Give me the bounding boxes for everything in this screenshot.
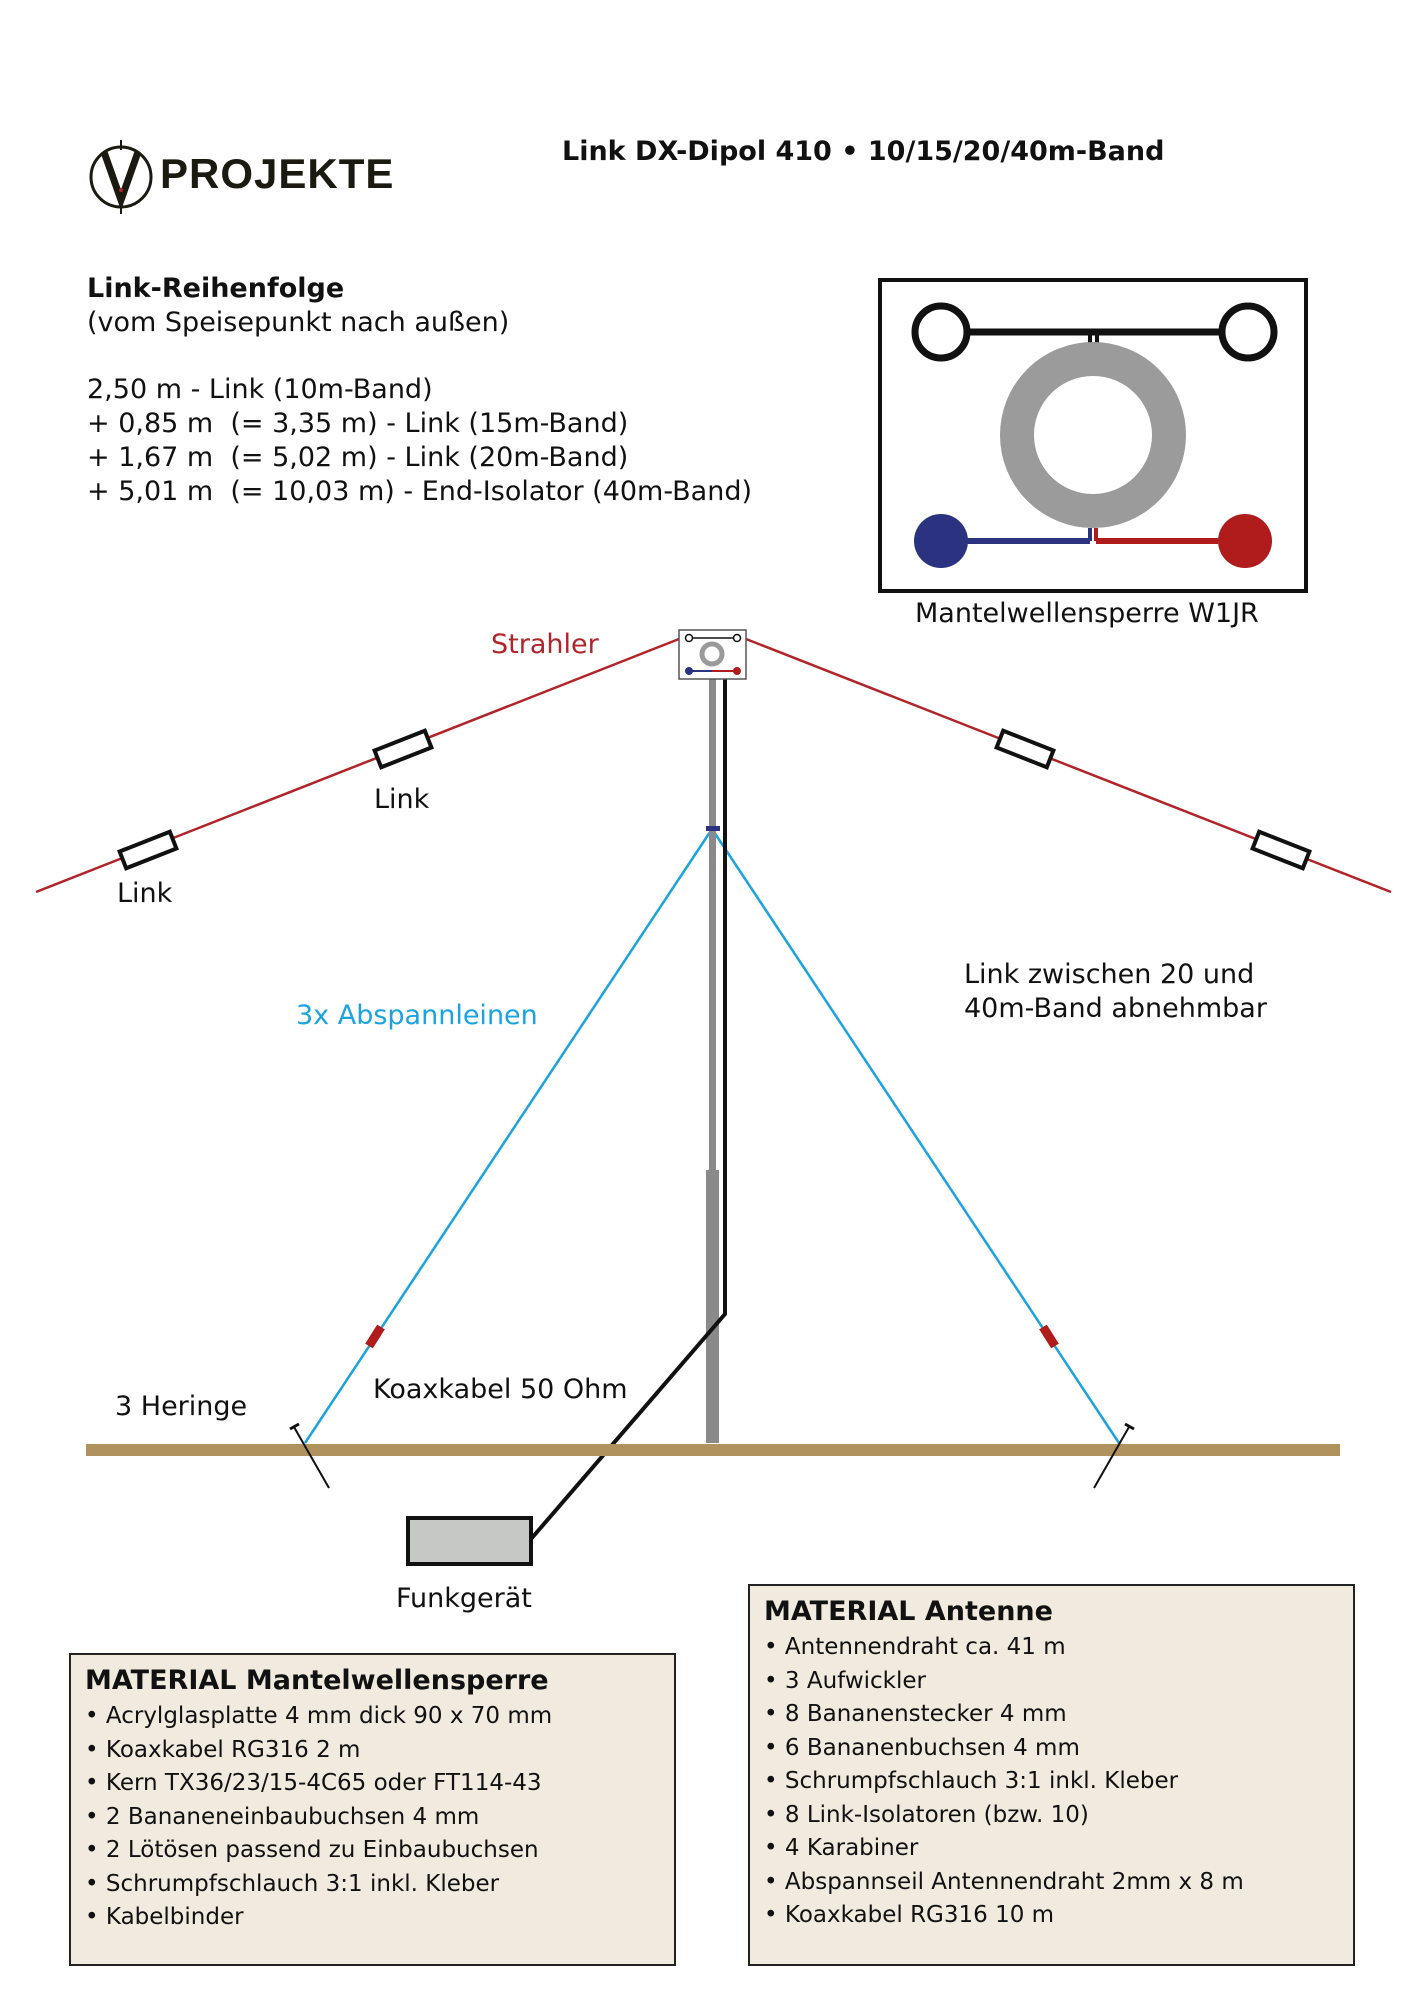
link-label: Link (117, 878, 173, 909)
balun-detail (878, 278, 1308, 593)
list-item: 6 Bananenbuchsen 4 mm (764, 1732, 1339, 1766)
radiator-wire (35, 637, 1392, 894)
ferrite-core-icon (1000, 342, 1186, 528)
link-insulator-icon (993, 728, 1057, 770)
material-balun-heading: MATERIAL Mantelwellensperre (85, 1665, 549, 1696)
coax-cable (529, 679, 727, 1541)
stake-icon (289, 1422, 330, 1489)
radio-icon (406, 1516, 533, 1566)
mast (706, 679, 720, 1443)
page-title: Link DX-Dipol 410 • 10/15/20/40m-Band (562, 136, 1165, 167)
link-label: Link (374, 784, 430, 815)
stakes-label: 3 Heringe (115, 1391, 248, 1422)
list-item: 2 Bananeneinbaubuchsen 4 mm (85, 1801, 660, 1835)
list-item: Kern TX36/23/15-4C65 oder FT114-43 (85, 1767, 660, 1801)
link-note-line: 40m-Band abnehmbar (964, 993, 1267, 1024)
material-balun-box: MATERIAL Mantelwellensperre Acrylglaspla… (69, 1653, 676, 1966)
stake-icon (1093, 1422, 1135, 1489)
ground (86, 1444, 1340, 1456)
terminal-icon (1218, 302, 1278, 362)
radio-label: Funkgerät (396, 1583, 532, 1614)
list-item: Acrylglasplatte 4 mm dick 90 x 70 mm (85, 1700, 660, 1734)
radiator-label: Strahler (491, 629, 599, 660)
list-item: 4 Karabiner (764, 1832, 1339, 1866)
list-item: Schrumpfschlauch 3:1 inkl. Kleber (85, 1868, 660, 1902)
logo-icon (89, 140, 153, 214)
link-note-line: Link zwischen 20 und (964, 959, 1255, 990)
link-order: Link-Reihenfolge (vom Speisepunkt nach a… (87, 272, 752, 509)
link-note: Link zwischen 20 und 40m-Band abnehmbar (964, 958, 1267, 1026)
list-item: Schrumpfschlauch 3:1 inkl. Kleber (764, 1765, 1339, 1799)
link-order-heading: Link-Reihenfolge (87, 273, 345, 304)
list-item: Abspannseil Antennendraht 2mm x 8 m (764, 1866, 1339, 1900)
logo-text: PROJEKTE (160, 150, 395, 197)
material-antenna-box: MATERIAL Antenne Antennendraht ca. 41 m … (748, 1584, 1355, 1966)
list-item: Kabelbinder (85, 1901, 660, 1935)
coax-label: Koaxkabel 50 Ohm (373, 1374, 628, 1405)
link-insulator-icon (371, 728, 435, 770)
link-order-line: + 5,01 m (= 10,03 m) - End-Isolator (40m… (87, 476, 752, 507)
list-item: Koaxkabel RG316 10 m (764, 1899, 1339, 1933)
guy-lines (303, 828, 1121, 1444)
feedpoint-balun-icon (678, 629, 747, 680)
guy-lines-label: 3x Abspannleinen (296, 1000, 538, 1031)
link-insulator-icon (116, 829, 180, 871)
list-item: Koaxkabel RG316 2 m (85, 1734, 660, 1768)
list-item: 8 Link-Isolatoren (bzw. 10) (764, 1799, 1339, 1833)
list-item: Antennendraht ca. 41 m (764, 1631, 1339, 1665)
link-order-line: + 1,67 m (= 5,02 m) - Link (20m-Band) (87, 442, 629, 473)
link-order-line: + 0,85 m (= 3,35 m) - Link (15m-Band) (87, 408, 629, 439)
balun-caption: Mantelwellensperre W1JR (915, 598, 1259, 629)
terminal-icon (911, 302, 971, 362)
material-antenna-heading: MATERIAL Antenne (764, 1596, 1053, 1627)
list-item: 8 Bananenstecker 4 mm (764, 1698, 1339, 1732)
list-item: 2 Lötösen passend zu Einbaubuchsen (85, 1834, 660, 1868)
list-item: 3 Aufwickler (764, 1665, 1339, 1699)
link-order-line: 2,50 m - Link (10m-Band) (87, 374, 433, 405)
link-insulator-icon (1249, 829, 1313, 871)
link-order-subheading: (vom Speisepunkt nach außen) (87, 307, 510, 338)
